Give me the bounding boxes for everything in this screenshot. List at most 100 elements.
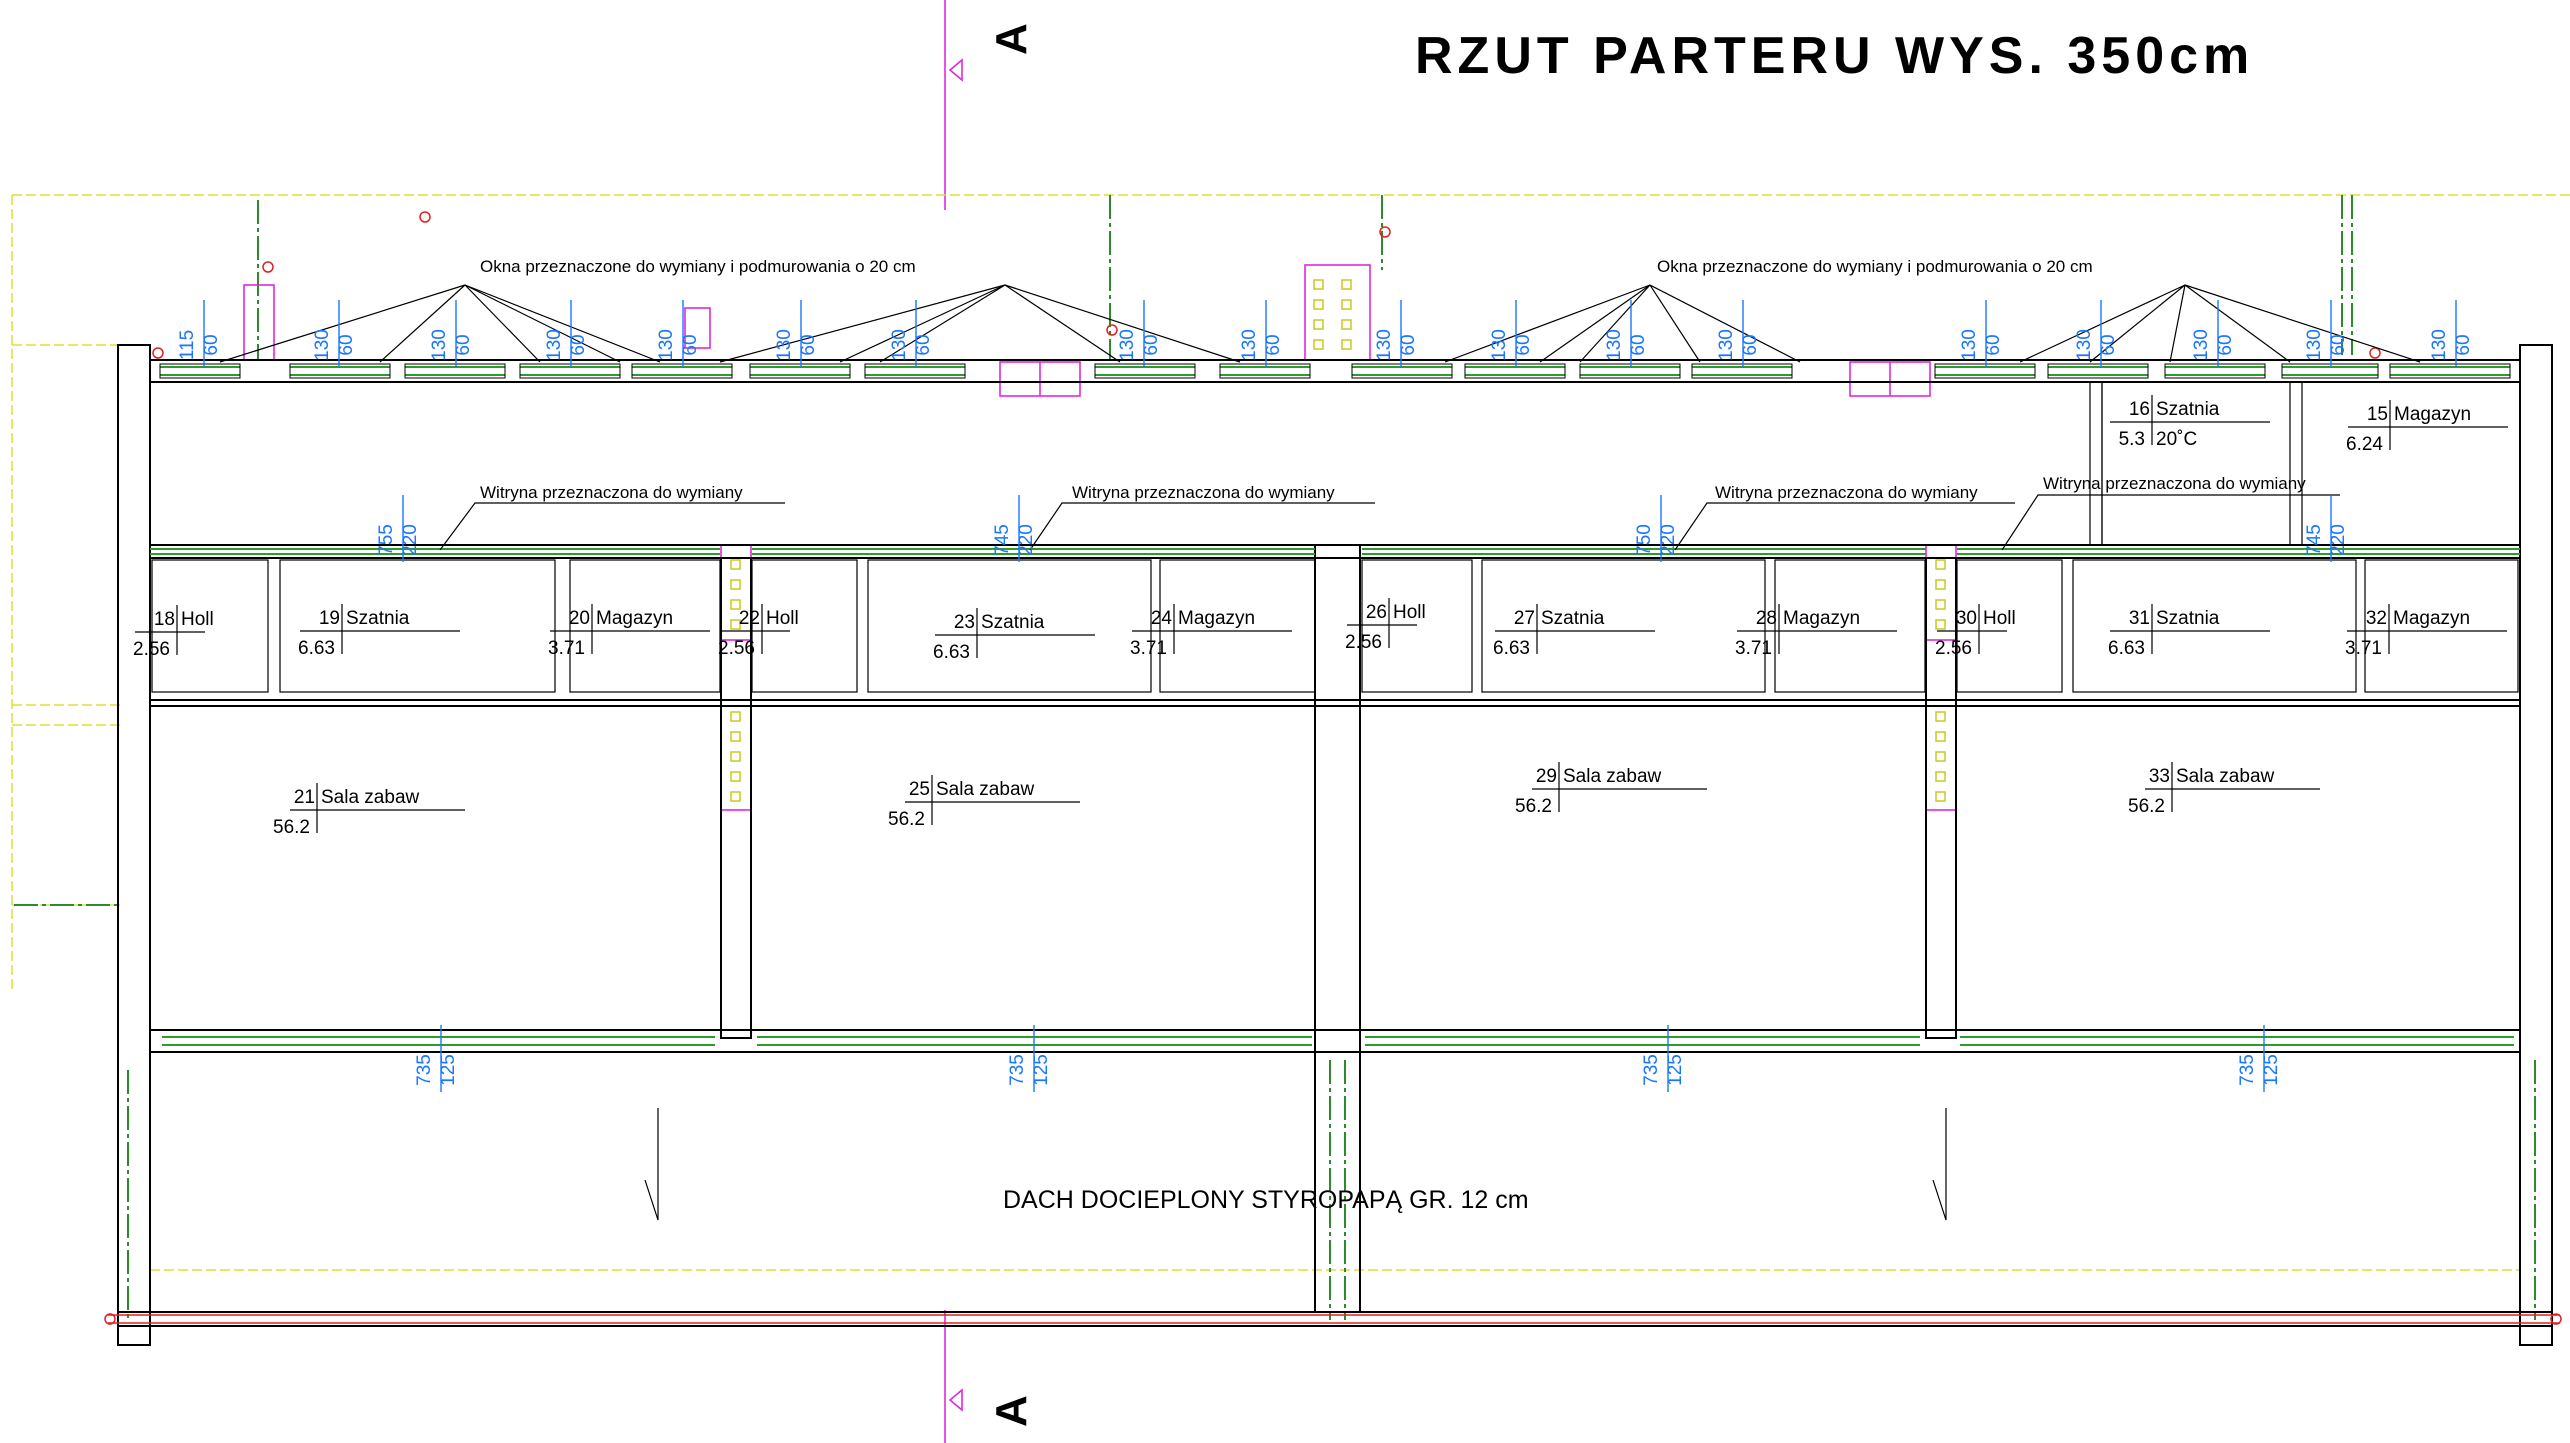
window (2389, 363, 2511, 379)
svg-text:130: 130 (2429, 329, 2450, 361)
window (1464, 363, 1566, 379)
room-area: 3.71 (1735, 638, 1772, 659)
svg-text:735: 735 (1641, 1054, 1662, 1086)
flue (730, 579, 741, 590)
room-number: 21 (294, 787, 315, 808)
svg-text:60: 60 (453, 334, 474, 355)
section-marker-top: A (944, 0, 1036, 210)
room-number: 15 (2367, 404, 2388, 425)
svg-text:130: 130 (1374, 329, 1395, 361)
svg-text:125: 125 (1665, 1054, 1686, 1086)
flue (1935, 711, 1946, 722)
flue (1313, 279, 1324, 290)
room-name: Magazyn (596, 608, 673, 629)
svg-text:130: 130 (429, 329, 450, 361)
svg-text:130: 130 (1716, 329, 1737, 361)
flue (1935, 619, 1946, 630)
south-window (162, 1036, 715, 1046)
svg-text:60: 60 (2098, 334, 2119, 355)
room-number: 20 (569, 608, 590, 629)
window (1219, 363, 1311, 379)
svg-text:220: 220 (2328, 524, 2349, 556)
svg-text:130: 130 (1959, 329, 1980, 361)
room-name: Szatnia (2156, 608, 2220, 629)
room-name: Magazyn (2394, 404, 2471, 425)
room-number: 19 (319, 608, 340, 629)
window (631, 363, 733, 379)
svg-text:220: 220 (1658, 524, 1679, 556)
room-temperature: 20˚C (2156, 429, 2197, 450)
note-vitrine-2: Witryna przeznaczona do wymiany (1072, 483, 1335, 502)
room-area: 56.2 (273, 817, 310, 838)
svg-text:130: 130 (544, 329, 565, 361)
room-name: Holl (1393, 602, 1426, 623)
svg-text:750: 750 (1634, 524, 1655, 556)
svg-text:60: 60 (680, 334, 701, 355)
room-name: Magazyn (2393, 608, 2470, 629)
flue (1313, 299, 1324, 310)
flue (730, 791, 741, 802)
room-number: 32 (2366, 608, 2387, 629)
room-number: 22 (739, 608, 760, 629)
room-area: 56.2 (2128, 796, 2165, 817)
svg-text:60: 60 (201, 334, 222, 355)
room-number: 25 (909, 779, 930, 800)
room-number: 18 (154, 609, 175, 630)
south-window (1960, 1036, 2514, 1046)
room-area: 3.71 (1130, 638, 1167, 659)
room-name: Holl (181, 609, 214, 630)
room-number: 33 (2149, 766, 2170, 787)
flue (1341, 319, 1352, 330)
room-area: 2.56 (1345, 632, 1382, 653)
vitrine (150, 548, 720, 555)
roof-slope-marks (644, 1108, 1947, 1221)
chimneys (243, 264, 1957, 811)
svg-text:130: 130 (1239, 329, 1260, 361)
section-letter-top: A (987, 23, 1036, 55)
window (2047, 363, 2149, 379)
room-name: Szatnia (2156, 399, 2220, 420)
window-leaders (219, 284, 2421, 551)
flue (1935, 791, 1946, 802)
note-windows-right: Okna przeznaczone do wymiany i podmurowa… (1657, 257, 2093, 276)
windows (150, 363, 2520, 1046)
room-area: 3.71 (2345, 638, 2382, 659)
svg-text:115: 115 (177, 330, 198, 360)
vitrine (752, 548, 1315, 555)
svg-text:755: 755 (376, 524, 397, 556)
room-name: Sala zabaw (321, 787, 420, 808)
svg-text:130: 130 (1117, 329, 1138, 361)
room-name: Sala zabaw (1563, 766, 1662, 787)
svg-text:125: 125 (2261, 1054, 2282, 1086)
flue (1313, 319, 1324, 330)
section-marker-bottom: A (944, 1310, 1036, 1443)
flue (1935, 771, 1946, 782)
svg-text:735: 735 (2237, 1054, 2258, 1086)
window (749, 363, 851, 379)
window (2164, 363, 2266, 379)
